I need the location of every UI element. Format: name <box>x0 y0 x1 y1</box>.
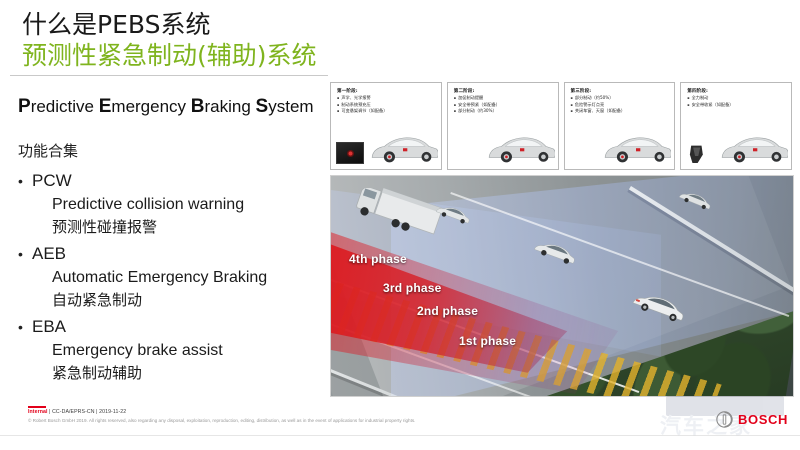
highway-scene-image: 4th phase 3rd phase 2nd phase 1st phase <box>330 175 794 397</box>
bosch-logo: BOSCH <box>716 409 788 429</box>
phase-card-4-title: 第四阶段: <box>687 89 708 94</box>
phase-card-2-title: 第二阶段: <box>453 89 475 94</box>
phase-label-1st: 1st phase <box>459 334 517 348</box>
heading-word-system: ystem <box>268 97 314 116</box>
car-vehicle <box>679 193 711 210</box>
phase-card-4-item-1: 全力制动 <box>687 95 788 101</box>
english-heading: Predictive Emergency Braking System <box>18 96 314 118</box>
list-item: • EBA Emergency brake assist 紧急制动辅助 <box>18 316 318 385</box>
bosch-armature-icon <box>716 410 733 428</box>
phase-label-4th: 4th phase <box>349 252 407 266</box>
phase-card-1: 第一阶段: 声学、光学报警 制动系统预充压 可变悬架调节（如配备） <box>330 82 442 170</box>
phase-card-2-item-1: 加促制动提醒 <box>454 95 555 101</box>
phase-card-1-title: 第一阶段: <box>337 89 358 94</box>
list-item: • AEB Automatic Emergency Braking 自动紧急制动 <box>18 243 318 312</box>
seatbelt-icon <box>690 145 704 164</box>
footer-divider <box>0 435 800 436</box>
car-illustration <box>488 137 555 163</box>
heading-initial-p: P <box>18 96 31 117</box>
heading-initial-e: E <box>98 96 112 117</box>
feature-list-title: 功能合集 <box>18 142 79 160</box>
phase-card-3-item-2: 危险警示灯点亮 <box>571 102 672 108</box>
heading-word-emergency: mergency <box>111 97 191 116</box>
car-illustration <box>721 137 788 163</box>
phase-card-2: 第二阶段: 加促制动提醒 安全带预紧（如配备） 部分制动（约30%） <box>446 82 559 170</box>
truck-vehicle <box>356 188 443 235</box>
bullet-abbr-pcw: PCW <box>32 171 72 190</box>
heading-initial-s: S <box>255 96 269 117</box>
heading-word-braking: raking <box>204 97 256 116</box>
bullet-dot-icon: • <box>18 319 23 335</box>
phase-card-4-item-2: 安全带收紧（如配备） <box>687 102 788 108</box>
heading-word-predictive: redictive <box>30 97 99 116</box>
bosch-wordmark: BOSCH <box>738 411 788 427</box>
heading-initial-b: B <box>190 96 205 117</box>
page-subtitle: 预测性紧急制动(辅助)系统 <box>22 41 317 70</box>
bullet-english-pcw: Predictive collision warning <box>52 196 245 213</box>
bullet-abbr-eba: EBA <box>32 317 67 336</box>
phase-card-2-item-2: 安全带预紧（如配备） <box>454 102 555 108</box>
phase-card-4: 第四阶段: 全力制动 安全带收紧（如配备） <box>680 82 792 170</box>
car-illustration <box>605 137 672 163</box>
phase-card-3-title: 第三阶段: <box>570 89 592 94</box>
phase-card-strip: 第一阶段: 声学、光学报警 制动系统预充压 可变悬架调节（如配备） 第二阶段: … <box>330 82 792 170</box>
phase-label-2nd: 2nd phase <box>417 304 479 318</box>
bullet-english-aeb: Automatic Emergency Braking <box>52 269 268 286</box>
car-vehicle-lead <box>632 296 684 322</box>
bullet-dot-icon: • <box>18 173 23 189</box>
bullet-abbr-aeb: AEB <box>32 244 67 263</box>
footer-classification: Internal <box>28 409 48 415</box>
bullet-dot-icon: • <box>18 246 23 262</box>
bullet-chinese-aeb: 自动紧急制动 <box>52 291 143 309</box>
phase-card-1-item-3: 可变悬架调节（如配备） <box>337 108 438 114</box>
car-vehicle <box>435 207 470 224</box>
phase-card-3-item-1: 部分制动（约50%） <box>571 95 672 101</box>
ecu-module-icon <box>336 142 364 164</box>
phase-card-3-item-3: 关闭车窗、天窗（如配备） <box>571 108 672 114</box>
phase-card-1-item-1: 声学、光学报警 <box>337 95 438 101</box>
phase-card-1-item-2: 制动系统预充压 <box>337 102 438 108</box>
phase-label-3rd: 3rd phase <box>383 281 442 295</box>
list-item: • PCW Predictive collision warning 预测性碰撞… <box>18 170 318 239</box>
bullet-chinese-eba: 紧急制动辅助 <box>52 364 143 382</box>
feature-list: 功能合集 • PCW Predictive collision warning … <box>18 140 318 385</box>
phase-card-2-item-3: 部分制动（约30%） <box>454 108 555 114</box>
bullet-chinese-pcw: 预测性碰撞报警 <box>52 218 158 236</box>
footer-copyright: © Robert Bosch GmbH 2019. All rights res… <box>28 418 416 423</box>
footer-meta-line: Internal | CC-DA/EPRS-CN | 2019-11-22 <box>28 409 126 415</box>
footer-accent-rule <box>28 406 46 408</box>
phase-card-3: 第三阶段: 部分制动（约50%） 危险警示灯点亮 关闭车窗、天窗（如配备） <box>563 82 676 170</box>
car-illustration <box>371 137 438 163</box>
bullet-english-eba: Emergency brake assist <box>52 342 223 359</box>
page-title: 什么是PEBS系统 <box>22 10 211 39</box>
car-vehicle <box>534 244 575 264</box>
title-divider <box>10 75 328 76</box>
footer-meta: | CC-DA/EPRS-CN | 2019-11-22 <box>47 409 127 415</box>
